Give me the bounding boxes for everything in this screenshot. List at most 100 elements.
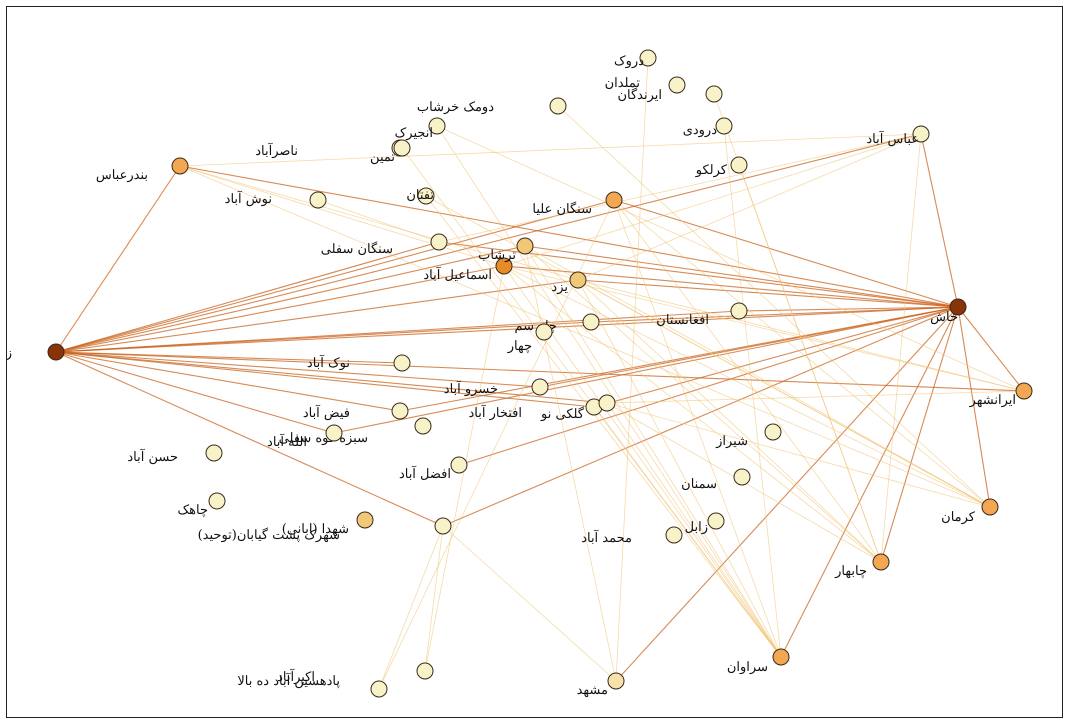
node-chabahar: چابهار (834, 553, 890, 579)
node-label-khash: خاش (930, 310, 958, 325)
node-circle-tamandan (668, 76, 686, 94)
edge-zahedan-tarshab (55, 245, 526, 353)
edge-tarshab-mashhad (524, 245, 617, 682)
node-iranshahr: ایرانشهر (969, 382, 1033, 408)
node-circle-golcheshme (598, 394, 616, 412)
edge-layer (55, 57, 1025, 690)
node-duzak: دروک (614, 49, 657, 69)
node-label-yazd: یزد (551, 280, 568, 295)
edge-yazd-saravan (577, 279, 782, 658)
edge-abbas_abad-chabahar (880, 133, 922, 563)
edge-khash-abbas_abad (920, 133, 959, 308)
node-circle-iranshahr (1015, 382, 1033, 400)
node-abbas_abad: عباس آباد (866, 125, 930, 147)
node-esmaeil_abad: اسماعیل آباد (423, 257, 513, 283)
node-circle-yazd (569, 271, 587, 289)
node-label-nosh_abad: نوش آباد (225, 190, 272, 207)
node-circle-zahedan (47, 343, 65, 361)
node-circle-tamin (393, 139, 411, 157)
node-mashhad: مشهد (577, 672, 625, 698)
edge-zahedan-sangan_olya (55, 199, 615, 353)
edge-anjirak-iranshahr (436, 125, 1025, 392)
edge-esmaeil_abad-chabahar (503, 265, 882, 563)
node-circle-saravan (772, 648, 790, 666)
node-circle-nok_abad (393, 354, 411, 372)
node-label-mohammad_abad: محمد آباد (581, 529, 632, 546)
node-circle-mashhad (607, 672, 625, 690)
node-label-iranshahr: ایرانشهر (969, 393, 1016, 408)
node-label-esmaeil_abad: اسماعیل آباد (423, 266, 492, 283)
edge-esmaeil_abad-kerman (503, 265, 991, 508)
edge-sangan_olya-saravan (613, 199, 782, 658)
node-label-tamin: تمین (370, 150, 395, 165)
node-label-chahar: چهار (507, 339, 532, 354)
edge-abbas_abad-yazd (577, 133, 922, 281)
node-label-nosrat_abad: ناصرآباد (255, 142, 298, 159)
node-chahak: چاهک (178, 492, 226, 518)
edge-zahedan-chahsam (55, 321, 592, 353)
edge-khash-yazd (577, 279, 959, 308)
edge-yazd-chabahar (577, 279, 882, 563)
node-circle-irandegan (705, 85, 723, 103)
edge-zahedan-sangan_sofla (55, 241, 440, 353)
node-label-feyz_abad: فیض آباد (303, 404, 350, 421)
node-circle-chahak (208, 492, 226, 510)
node-nosh_abad: نوش آباد (225, 190, 327, 209)
node-label-taftan: تفتان (406, 188, 434, 203)
node-label-afghanistan: افغانستان (656, 313, 709, 328)
edge-zahedan-iranshahr (55, 351, 1025, 392)
node-circle-chabahar (872, 553, 890, 571)
node-label-allah_abad: الله آباد (267, 433, 307, 450)
node-circle-sangan_sofla (430, 233, 448, 251)
node-feyz_abad: فیض آباد (303, 402, 409, 421)
edge-bandar_abbas-esmaeil_abad (179, 165, 505, 267)
node-shahrak: شهرک پشت گیابان(توحید) (198, 517, 452, 543)
node-shohada: شهدا (ابانی) (282, 511, 374, 537)
edge-zahedan-abbas_abad (55, 133, 922, 353)
node-circle-dumak (549, 97, 567, 115)
node-dumak: دومک خرشاب (417, 97, 567, 115)
edge-yazd-iranshahr (577, 279, 1025, 392)
node-circle-khosro_abad (531, 378, 549, 396)
node-circle-akbar_abad (370, 680, 388, 698)
node-circle-mohammad_abad (665, 526, 683, 544)
node-label-shohada: شهدا (ابانی) (282, 522, 349, 537)
node-anjirak: انجیرک (395, 117, 446, 141)
node-label-sabzeh_kuh: سبزه کوه سفلی (279, 431, 368, 446)
edge-saravan-taftan (425, 195, 782, 658)
edge-tarshab-chabahar (524, 245, 882, 563)
node-label-anjirak: انجیرک (395, 126, 433, 141)
node-afghanistan: افغانستان (656, 302, 748, 328)
node-allah_abad: الله آباد (267, 424, 343, 450)
node-circle-zabol (707, 512, 725, 530)
edge-shahrak-akbar_abad (378, 525, 444, 690)
edge-khash-feyz_abad (399, 306, 959, 412)
edge-khash-afzal_abad (458, 306, 959, 466)
edge-zahedan-eftekhar (55, 351, 595, 408)
node-label-chabahar: چابهار (834, 564, 867, 579)
edge-kerman-golcheshme (606, 402, 991, 508)
node-label-dumak: دومک خرشاب (417, 100, 494, 115)
node-tamin: تمین (370, 139, 411, 165)
edge-khash-allah_abad (333, 306, 959, 434)
node-kerman: کرمان (941, 498, 999, 525)
node-label-tamandan: تملدان (605, 76, 641, 91)
node-circle-tarshab (516, 237, 534, 255)
edge-khash-mashhad (615, 306, 959, 682)
node-khash: خاش (930, 298, 967, 325)
node-label-tarshab: ترشاب (478, 248, 516, 263)
edge-zahedan-esmaeil_abad (55, 265, 505, 353)
node-label-abbas_abad: عباس آباد (866, 130, 919, 147)
edge-saravan-anjirak (436, 125, 782, 658)
node-label-sangan_olya: سنگان علیا (532, 201, 592, 217)
node-zabol: زابل (685, 512, 725, 535)
node-label-padehsin: پادهسین آباد ده بالا (237, 672, 340, 689)
node-circle-chahar (535, 323, 553, 341)
node-label-mashhad: مشهد (577, 683, 608, 698)
node-sangan_sofla: سنگان سفلی (321, 233, 448, 257)
node-label-nok_abad: نوک آباد (307, 354, 350, 371)
node-bandar_abbas: بندرعباس (96, 157, 189, 183)
edge-khash-saravan (780, 306, 959, 658)
edge-bandar_abbas-yazd (179, 165, 579, 281)
